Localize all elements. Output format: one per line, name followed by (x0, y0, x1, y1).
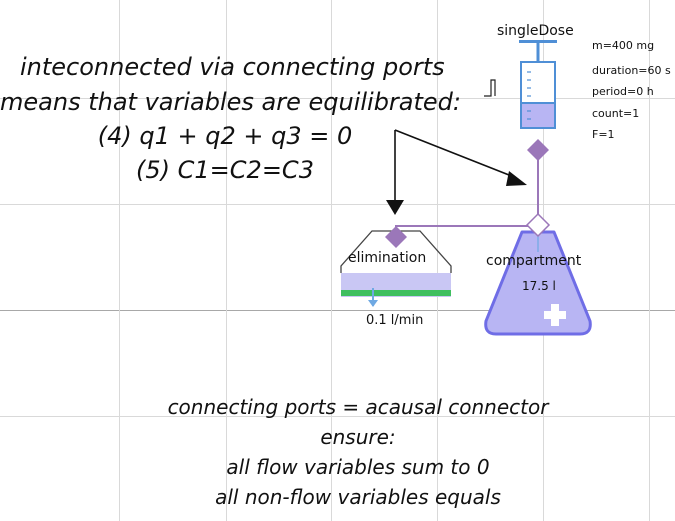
annotation-arrows (394, 129, 515, 203)
compartment-port[interactable] (525, 212, 551, 238)
arrow-to-compartment-port (394, 129, 515, 178)
flask-icon[interactable] (484, 230, 592, 336)
footer-line-1: connecting ports = acausal connector (167, 395, 549, 419)
pulse-icon (484, 79, 496, 97)
arrowhead-elimination (386, 200, 404, 215)
arrowhead-compartment (506, 171, 527, 186)
plus-icon (544, 304, 566, 326)
dose-port[interactable] (527, 139, 549, 161)
single-dose-param-m: m=400 mg (592, 39, 655, 52)
elimination-green-bar (341, 290, 451, 296)
single-dose-param-f: F=1 (592, 128, 615, 141)
connection-lines (395, 160, 539, 237)
elimination-port[interactable] (385, 226, 407, 248)
ports (385, 139, 551, 248)
single-dose-param-period: period=0 h (592, 85, 654, 98)
single-dose-param-count: count=1 (592, 107, 640, 120)
footer-line-4: all non-flow variables equals (215, 485, 501, 509)
annotation-line-2: means that variables are equilibrated: (0, 88, 462, 116)
single-dose-label: singleDose (497, 23, 574, 39)
footer-line-2: ensure: (320, 425, 396, 449)
annotation-equation-4: (4) q1 + q2 + q3 = 0 (97, 122, 353, 150)
annotation-equation-5: (5) C1=C2=C3 (136, 156, 314, 184)
compartment-volume-value: 17.5 l (522, 279, 556, 293)
compartment-label: compartment (486, 253, 582, 269)
flask-shape (484, 230, 592, 336)
footer-line-3: all flow variables sum to 0 (226, 455, 490, 479)
elimination-label: elimination (348, 250, 427, 266)
elimination-block[interactable] (340, 230, 452, 307)
syringe-icon[interactable] (519, 40, 557, 129)
single-dose-param-duration: duration=60 s (592, 64, 671, 77)
elimination-rate-value: 0.1 l/min (366, 313, 424, 328)
annotation-line-1: inteconnected via connecting ports (20, 53, 445, 81)
